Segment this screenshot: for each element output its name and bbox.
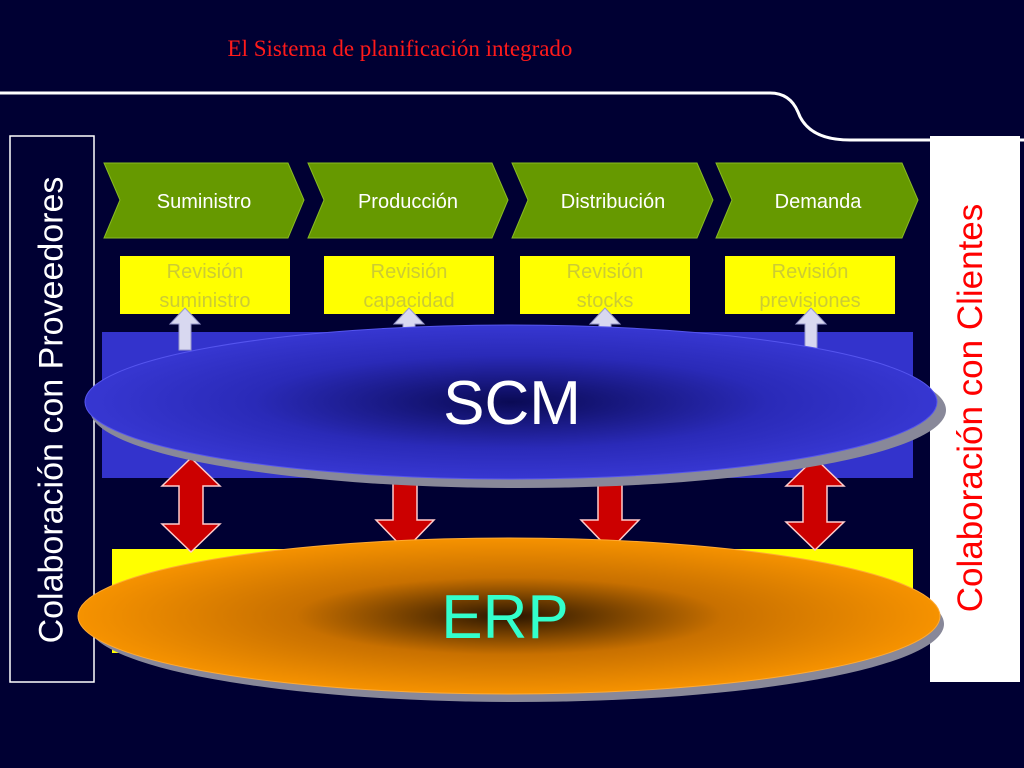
scm-label: SCM [443, 369, 581, 438]
step-label-produccion: Producción [357, 191, 459, 213]
review-box-capacidad [324, 256, 494, 314]
chevron-distribucion [511, 162, 714, 239]
red-arrow-suministro [160, 456, 222, 554]
step-label-suministro: Suministro [156, 191, 252, 213]
scm-ellipse [84, 324, 938, 480]
review-label-previsiones: Revisión previsiones [759, 261, 861, 312]
step-label-distribucion: Distribución [560, 191, 666, 213]
customer-collaboration-label: Colaboración con Clientes [951, 203, 990, 613]
review-label-suministro: Revisión suministro [159, 261, 251, 312]
chevron-produccion [307, 162, 509, 239]
title-divider [0, 91, 1024, 142]
chevron-demanda [715, 162, 919, 239]
review-label-stocks: Revisión stocks [566, 261, 644, 312]
review-box-stocks [520, 256, 690, 314]
review-box-previsiones [725, 256, 895, 314]
supplier-collaboration-label: Colaboración con Proveedores [32, 176, 71, 644]
red-arrow-previsiones [784, 456, 846, 552]
slide-title: El Sistema de planificación integrado [227, 36, 573, 61]
step-label-demanda: Demanda [774, 191, 862, 213]
chevron-suministro [103, 162, 305, 239]
review-box-suministro [120, 256, 290, 314]
review-label-capacidad: Revisión capacidad [363, 261, 455, 312]
erp-ellipse [77, 537, 941, 695]
review-arrow-suministro [168, 307, 202, 351]
erp-label: ERP [441, 583, 569, 652]
